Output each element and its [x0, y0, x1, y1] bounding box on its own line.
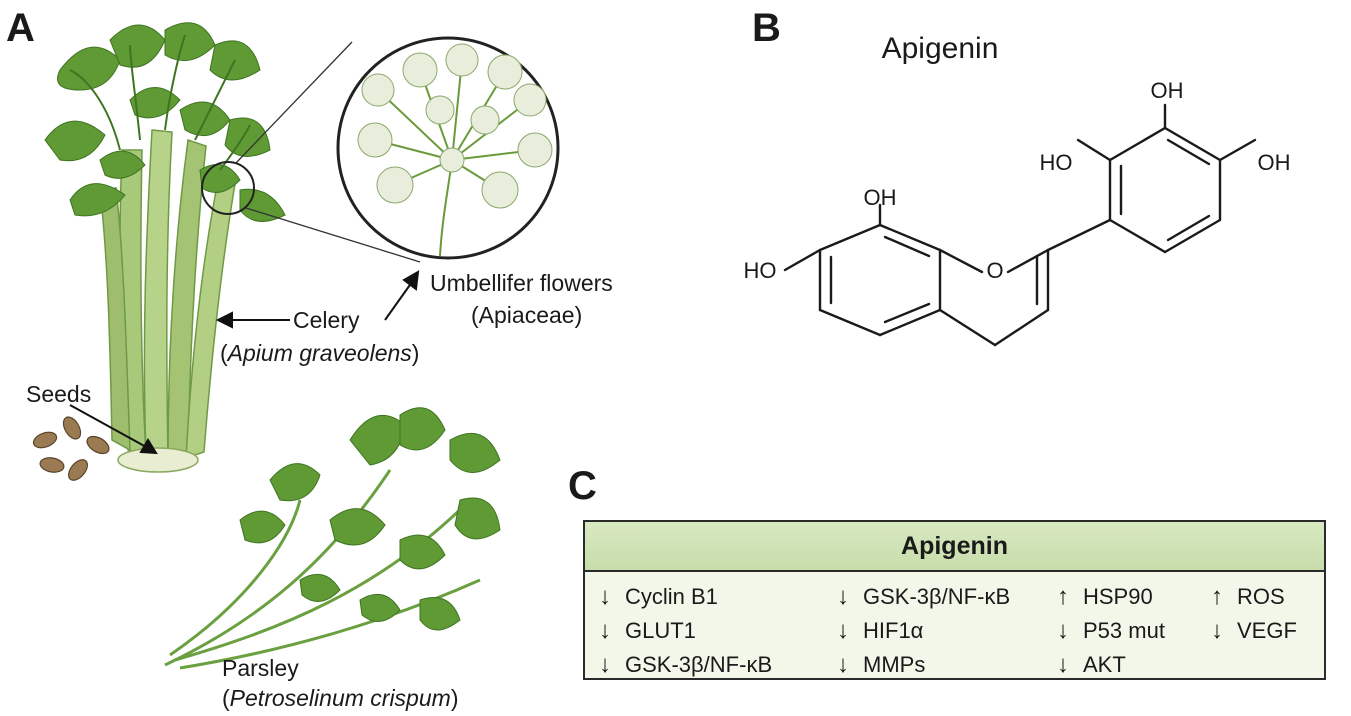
- parsley-plant: [164, 407, 501, 670]
- list-item: ↓ Cyclin B1: [599, 580, 772, 614]
- item-text: GSK-3β/NF-κB: [625, 652, 773, 677]
- list-item: ↓ GSK-3β/NF-κB: [837, 580, 1010, 614]
- celery-latin-close: ): [411, 340, 420, 366]
- celery-name: Celery: [293, 307, 360, 333]
- down-arrow-icon: ↓: [1211, 617, 1223, 644]
- atom-oh-8: OH: [864, 185, 897, 210]
- item-text: MMPs: [863, 652, 926, 677]
- list-item: ↓ HIF1α: [837, 614, 1010, 648]
- table-column-4: ↑ ROS ↓ VEGF: [1211, 580, 1297, 648]
- list-item: ↓ GLUT1: [599, 614, 772, 648]
- apigenin-effects-table: Apigenin ↓ Cyclin B1 ↓ GLUT1 ↓ GSK-3β/NF-κB…: [583, 520, 1326, 680]
- parsley-latin-close: ): [450, 685, 459, 711]
- umbel-flower-inset: [336, 36, 560, 260]
- list-item: ↓ VEGF: [1211, 614, 1297, 648]
- panel-a-illustration: [32, 22, 560, 670]
- item-text: GSK-3β/NF-κB: [863, 584, 1011, 609]
- panel-label-c: C: [568, 464, 597, 508]
- list-item: ↓ GSK-3β/NF-κB: [599, 648, 772, 682]
- parsley-latin-label: (Petroselinum crispum): [222, 685, 458, 711]
- item-text: HSP90: [1083, 584, 1153, 609]
- atom-ho-7: HO: [744, 258, 777, 283]
- celery-latin-label: (Apium graveolens): [220, 340, 419, 366]
- item-text: AKT: [1083, 652, 1126, 677]
- atom-oh-right: OH: [1258, 150, 1291, 175]
- atom-oh-top: OH: [1151, 78, 1184, 103]
- down-arrow-icon: ↓: [837, 583, 849, 610]
- down-arrow-icon: ↓: [1057, 651, 1069, 678]
- apigenin-structure: Apigenin: [744, 32, 1291, 347]
- down-arrow-icon: ↓: [599, 651, 611, 678]
- panel-label-a: A: [6, 6, 35, 50]
- parsley-label: Parsley: [222, 655, 299, 681]
- celery-seeds: [32, 416, 110, 481]
- down-arrow-icon: ↓: [599, 583, 611, 610]
- down-arrow-icon: ↓: [1057, 617, 1069, 644]
- structure-title: Apigenin: [882, 32, 999, 65]
- list-item: ↑ ROS: [1211, 580, 1297, 614]
- down-arrow-icon: ↓: [837, 651, 849, 678]
- celery-latin-open: (: [220, 340, 228, 366]
- item-text: GLUT1: [625, 618, 696, 643]
- flowers-label-line1: Umbellifer flowers: [430, 270, 613, 296]
- table-column-3: ↑ HSP90 ↓ P53 mut ↓ AKT: [1057, 580, 1165, 682]
- celery-latin-name: Apium graveolens: [227, 340, 412, 366]
- celery-plant: [44, 22, 286, 473]
- up-arrow-icon: ↑: [1057, 583, 1069, 610]
- list-item: ↓ AKT: [1057, 648, 1165, 682]
- item-text: P53 mut: [1083, 618, 1165, 643]
- item-text: HIF1α: [863, 618, 924, 643]
- flowers-label-line2: (Apiaceae): [471, 302, 583, 328]
- seeds-label: Seeds: [26, 381, 92, 407]
- celery-label: Celery: [293, 307, 359, 333]
- table-header: Apigenin: [585, 522, 1324, 572]
- down-arrow-icon: ↓: [599, 617, 611, 644]
- item-text: VEGF: [1237, 618, 1297, 643]
- list-item: ↓ P53 mut: [1057, 614, 1165, 648]
- up-arrow-icon: ↑: [1211, 583, 1223, 610]
- item-text: Cyclin B1: [625, 584, 718, 609]
- table-column-1: ↓ Cyclin B1 ↓ GLUT1 ↓ GSK-3β/NF-κB: [599, 580, 772, 682]
- list-item: ↑ HSP90: [1057, 580, 1165, 614]
- panel-label-b: B: [752, 6, 781, 50]
- atom-o-ring: O: [986, 258, 1003, 283]
- parsley-latin-open: (: [222, 685, 230, 711]
- down-arrow-icon: ↓: [837, 617, 849, 644]
- list-item: ↓ MMPs: [837, 648, 1010, 682]
- item-text: ROS: [1237, 584, 1285, 609]
- atom-ho-right-ring: HO: [1040, 150, 1073, 175]
- table-column-2: ↓ GSK-3β/NF-κB ↓ HIF1α ↓ MMPs: [837, 580, 1010, 682]
- parsley-latin-name: Petroselinum crispum: [229, 685, 451, 711]
